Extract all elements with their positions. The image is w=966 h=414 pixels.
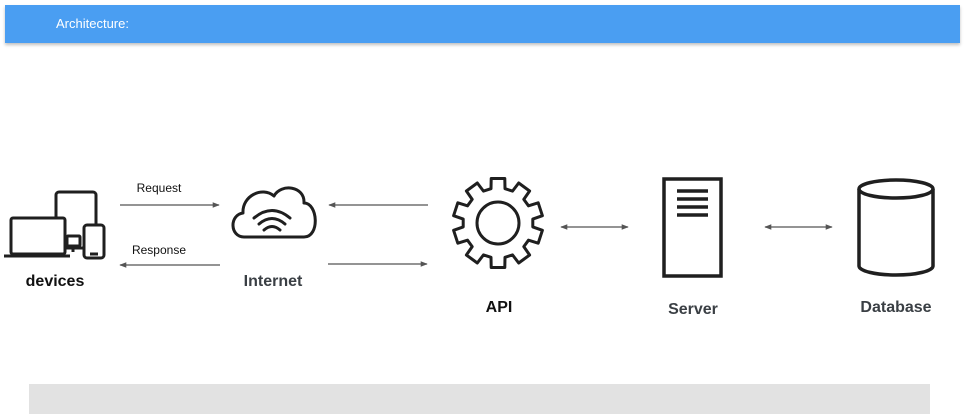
bottom-panel [29, 384, 930, 414]
header-bar: Architecture: [5, 5, 960, 43]
gear-outline [452, 177, 544, 269]
cloud-wifi-icon [231, 186, 317, 239]
database-icon [857, 178, 935, 277]
request-label: Request [137, 181, 182, 195]
devices-label: devices [26, 273, 85, 290]
server-label: Server [668, 301, 718, 318]
server-icon [662, 177, 723, 278]
gear-icon [452, 177, 544, 269]
response-label: Response [132, 243, 186, 257]
header-title: Architecture: [56, 16, 129, 31]
devices-icon [4, 190, 106, 260]
api-label: API [486, 299, 513, 316]
internet-label: Internet [244, 273, 303, 290]
database-label: Database [860, 299, 931, 316]
gear-hole [475, 200, 521, 246]
